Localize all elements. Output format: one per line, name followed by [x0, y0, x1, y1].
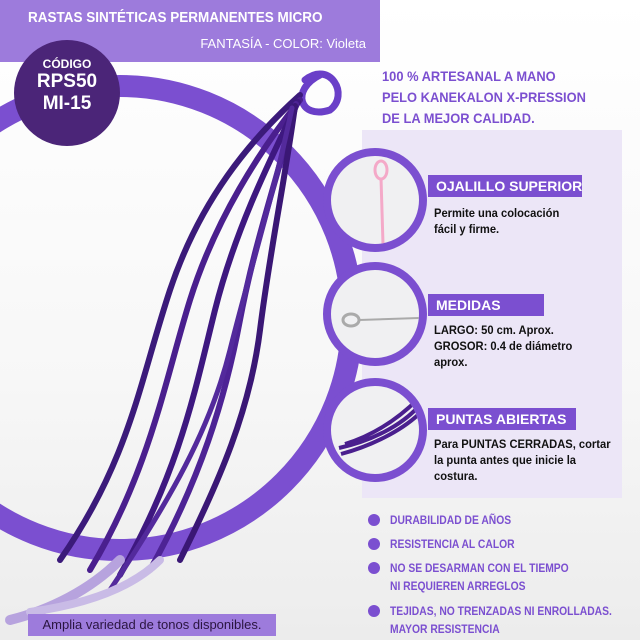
feature-desc: LARGO: 50 cm. Aprox. GROSOR: 0.4 de diám…: [434, 322, 572, 370]
open-tips-photo: [323, 378, 427, 482]
benefit-text: RESISTENCIA AL CALOR: [390, 537, 515, 551]
bullet-icon: [368, 538, 380, 550]
bullet-icon: [368, 562, 380, 574]
desc-line: la punta antes que inicie la: [434, 453, 577, 467]
desc-line: GROSOR: 0.4 de diámetro: [434, 339, 573, 353]
benefit-item: TEJIDAS, NO TRENZADAS NI ENROLLADAS. MAYO…: [368, 602, 636, 638]
tagline: 100 % ARTESANAL A MANO PELO KANEKALON X-…: [382, 66, 586, 129]
benefit-text: MAYOR RESISTENCIA: [390, 622, 500, 636]
feature-desc: Para PUNTAS CERRADAS, cortar la punta an…: [434, 436, 611, 484]
benefit-item: RESISTENCIA AL CALOR: [368, 535, 636, 553]
benefit-item: DURABILIDAD DE AÑOS: [368, 511, 636, 529]
dreadlocks-image: [5, 70, 342, 625]
benefit-text: TEJIDAS, NO TRENZADAS NI ENROLLADAS.: [390, 604, 612, 618]
product-subtitle: FANTASÍA - COLOR: Violeta: [200, 36, 366, 51]
benefit-text: NO SE DESARMAN CON EL TIEMPO: [390, 561, 569, 575]
desc-line: Permite una colocación: [434, 206, 560, 220]
tagline-line: 100 % ARTESANAL A MANO: [382, 68, 556, 84]
bullet-icon: [368, 514, 380, 526]
feature-title: MEDIDAS: [428, 294, 544, 316]
benefit-text: NI REQUIEREN ARREGLOS: [390, 579, 526, 593]
bullet-icon: [368, 605, 380, 617]
desc-line: Para PUNTAS CERRADAS, cortar: [434, 437, 611, 451]
tagline-line: PELO KANEKALON X-PRESSION: [382, 89, 586, 105]
feature-title: OJALILLO SUPERIOR: [428, 175, 582, 197]
code-line-2: MI-15: [42, 93, 92, 114]
benefit-text: DURABILIDAD DE AÑOS: [390, 513, 512, 527]
footer-banner: Amplia variedad de tonos disponibles.: [28, 614, 276, 636]
measure-photo: [323, 262, 427, 366]
code-label: CÓDIGO: [42, 57, 92, 71]
desc-line: costura.: [434, 469, 478, 483]
benefit-item: NO SE DESARMAN CON EL TIEMPO NI REQUIEREN…: [368, 559, 636, 595]
desc-line: LARGO: 50 cm. Aprox.: [434, 323, 554, 337]
product-title: RASTAS SINTÉTICAS PERMANENTES MICRO: [28, 9, 323, 26]
desc-line: aprox.: [434, 355, 468, 369]
feature-desc: Permite una colocación fácil y firme.: [434, 205, 559, 237]
product-code-badge: CÓDIGO RPS50 MI-15: [14, 40, 120, 146]
code-line-1: RPS50: [36, 71, 98, 92]
feature-title: PUNTAS ABIERTAS: [428, 408, 576, 430]
eyelet-photo: [323, 148, 427, 252]
tagline-line: DE LA MEJOR CALIDAD.: [382, 110, 535, 126]
desc-line: fácil y firme.: [434, 222, 500, 236]
